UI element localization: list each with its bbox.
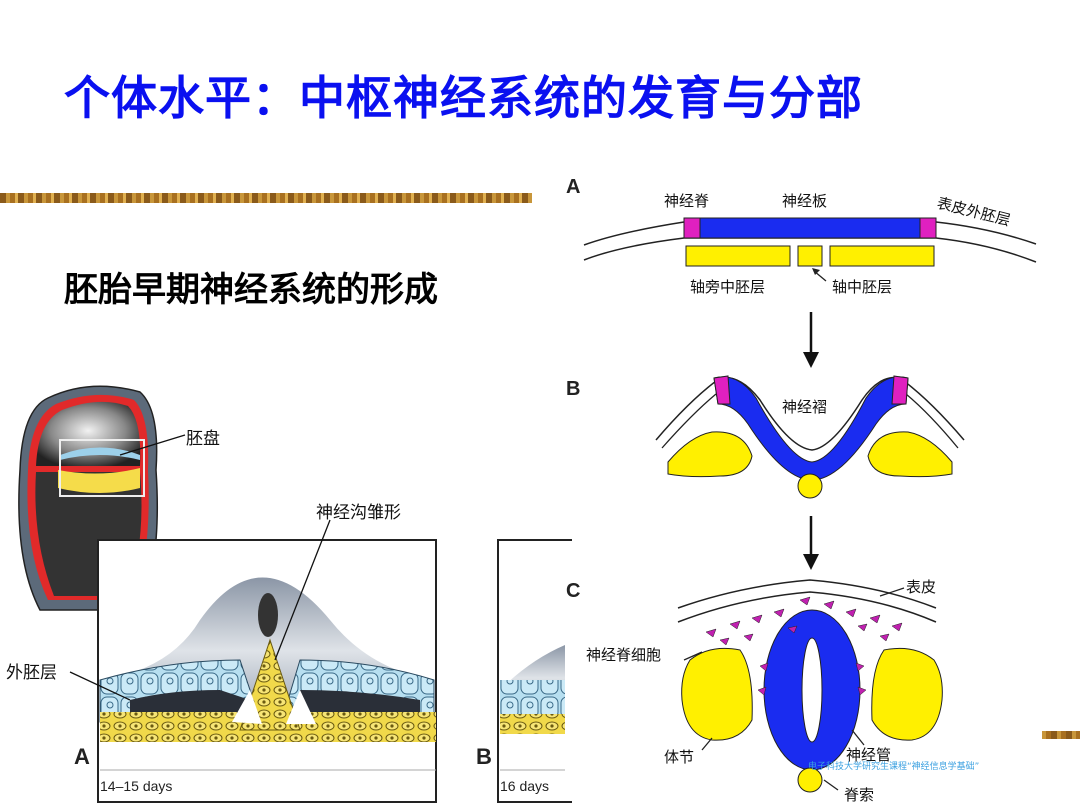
decorative-divider-bar	[0, 193, 532, 203]
arrow-b-to-c	[803, 516, 819, 570]
slide-title: 个体水平：中枢神经系统的发育与分部	[64, 71, 863, 125]
label-embryonic-disc: 胚盘	[186, 429, 220, 449]
panel-b-days: 16 days	[500, 778, 550, 794]
right-panel-c-letter: C	[566, 580, 581, 602]
label-neural-fold: 神经褶	[782, 398, 828, 416]
label-epidermis: 表皮	[906, 578, 937, 596]
label-axial-mesoderm: 轴中胚层	[832, 278, 893, 296]
right-panel-b-letter: B	[566, 378, 581, 400]
label-paraxial-mesoderm: 轴旁中胚层	[690, 278, 766, 296]
label-neural-tube: 神经管	[846, 746, 892, 764]
label-neural-groove: 神经沟雏形	[316, 503, 401, 523]
label-ectoderm: 外胚层	[6, 663, 57, 683]
panel-c-neural-tube	[677, 579, 943, 793]
panel-b-neural-folds	[655, 375, 965, 499]
label-somite: 体节	[664, 748, 695, 766]
embryo-overview	[18, 385, 186, 611]
arrow-a-to-b	[803, 312, 819, 368]
left-panel-a-letter: A	[74, 744, 90, 769]
label-notochord: 脊索	[844, 786, 875, 804]
slide-subtitle: 胚胎早期神经系统的形成	[64, 270, 438, 310]
label-neural-plate: 神经板	[782, 192, 828, 210]
panel-a-neural-plate	[583, 217, 1037, 282]
label-neural-crest-cells: 神经脊细胞	[586, 646, 662, 664]
course-watermark: 电子科技大学研究生课程“神经信息学基础”	[808, 762, 980, 772]
decorative-divider-bar-right	[1036, 731, 1080, 739]
right-panel-a-letter: A	[566, 176, 581, 198]
label-neural-crest: 神经脊	[664, 192, 710, 210]
left-panel-b-letter: B	[476, 744, 492, 769]
panel-a-cross-section	[69, 519, 437, 803]
panel-a-days: 14–15 days	[100, 778, 173, 794]
